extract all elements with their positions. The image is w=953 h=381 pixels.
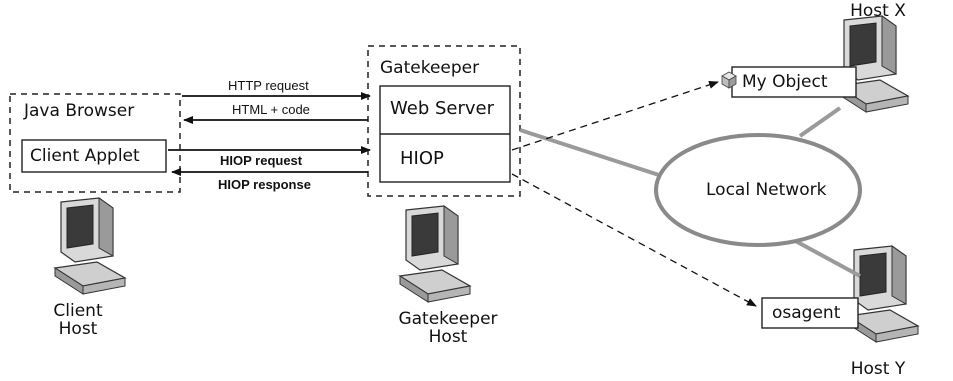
gatekeeper-network-link (519, 128, 663, 178)
client-host-line-2: Host (58, 319, 98, 339)
hiop-response-label: HIOP response (218, 177, 311, 192)
client-host-line-1: Client (53, 301, 103, 321)
gatekeeper-title: Gatekeeper (380, 58, 480, 78)
host-x-network-link (798, 106, 842, 138)
web-server-label: Web Server (390, 98, 494, 119)
html-code-label: HTML + code (232, 102, 310, 117)
java-browser-title: Java Browser (24, 101, 135, 121)
cube-icon (721, 71, 737, 89)
client-host-label: Client Host (40, 302, 116, 338)
java-browser-container (9, 93, 181, 193)
dashed-arrow-to-osagent (511, 173, 757, 307)
hiop-label: HIOP (400, 148, 444, 169)
local-network-label: Local Network (706, 180, 827, 200)
gatekeeper-host-label: Gatekeeper Host (380, 310, 516, 346)
my-object-label: My Object (742, 72, 828, 92)
http-request-label: HTTP request (228, 78, 309, 93)
local-network-ellipse (654, 133, 862, 247)
gatekeeper-computer-icon (399, 205, 471, 303)
osagent-box (761, 297, 859, 329)
client-applet-label: Client Applet (30, 146, 140, 166)
osagent-label: osagent (772, 303, 841, 323)
my-object-box (731, 66, 857, 98)
host-y-label: Host Y (850, 359, 906, 379)
gatekeeper-host-line-2: Host (428, 327, 468, 347)
client-applet-box (21, 139, 167, 173)
gatekeeper-container (367, 45, 521, 197)
host-y-network-link (789, 236, 861, 278)
gatekeeper-host-line-1: Gatekeeper (398, 309, 498, 329)
client-computer-icon (54, 197, 126, 295)
dashed-arrow-to-my-object (511, 81, 719, 151)
host-x-label: Host X (850, 1, 906, 21)
hiop-request-label: HIOP request (220, 153, 303, 168)
